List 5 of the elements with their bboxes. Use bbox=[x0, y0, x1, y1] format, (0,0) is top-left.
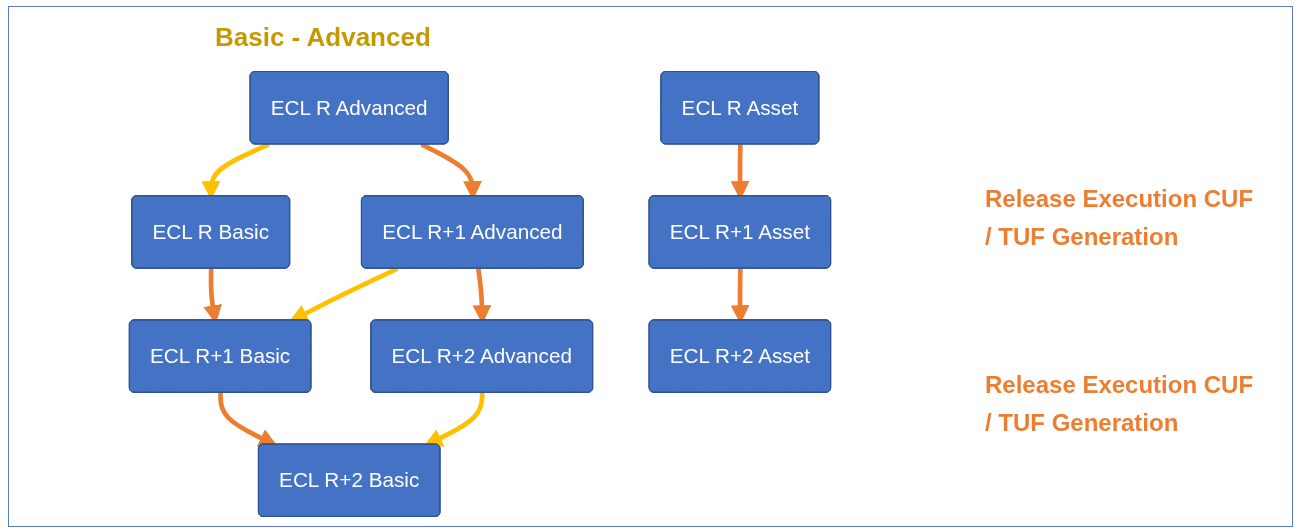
note-text: Release Execution CUF / TUF Generation bbox=[985, 184, 1255, 252]
arrow bbox=[218, 392, 278, 447]
note-text: Release Execution CUF / TUF Generation bbox=[985, 370, 1255, 438]
diagram-title: Basic - Advanced bbox=[215, 22, 431, 53]
arrow bbox=[423, 392, 485, 447]
